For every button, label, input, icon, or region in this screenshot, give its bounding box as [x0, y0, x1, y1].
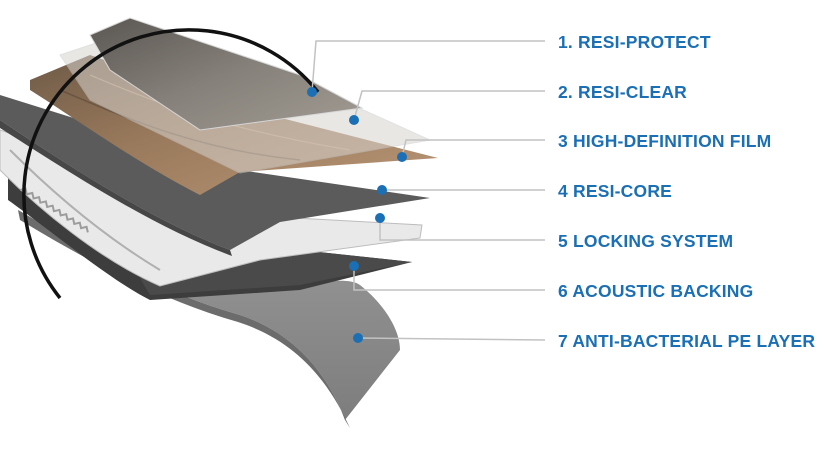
leader-line-2 — [353, 90, 545, 121]
marker-dot-6 — [349, 261, 359, 271]
layer-label-resi-protect: 1. RESI-PROTECT — [558, 32, 711, 52]
leader-line-6 — [353, 266, 545, 291]
leader-line-3 — [401, 139, 545, 158]
leader-lines — [311, 40, 546, 341]
layer-label-hd-film: 3 HIGH-DEFINITION FILM — [558, 131, 772, 151]
marker-dot-4 — [377, 185, 387, 195]
marker-dot-1 — [307, 87, 317, 97]
layer-label-resi-clear: 2. RESI-CLEAR — [558, 82, 688, 102]
marker-dot-2 — [349, 115, 359, 125]
layer-label-locking-system: 5 LOCKING SYSTEM — [558, 231, 734, 251]
pe-layer-shape — [18, 210, 400, 420]
leader-line-5 — [379, 218, 545, 241]
acoustic-backing-top — [140, 250, 412, 295]
resi-protect-shape — [89, 17, 364, 131]
resi-core-edge — [0, 120, 232, 256]
layer-label-acoustic-backing: 6 ACOUSTIC BACKING — [558, 281, 754, 301]
locking-teeth — [19, 187, 89, 233]
zoom-circle — [22, 28, 320, 300]
leader-line-7 — [357, 337, 546, 341]
leader-line-1 — [311, 40, 545, 93]
layer-label-resi-core: 4 RESI-CORE — [558, 181, 673, 201]
marker-dot-7 — [353, 333, 363, 343]
marker-dot-5 — [375, 213, 385, 223]
marker-dot-3 — [397, 152, 407, 162]
layer-label-pe-layer: 7 ANTI-BACTERIAL PE LAYER — [558, 331, 816, 351]
marker-dots — [307, 87, 407, 343]
